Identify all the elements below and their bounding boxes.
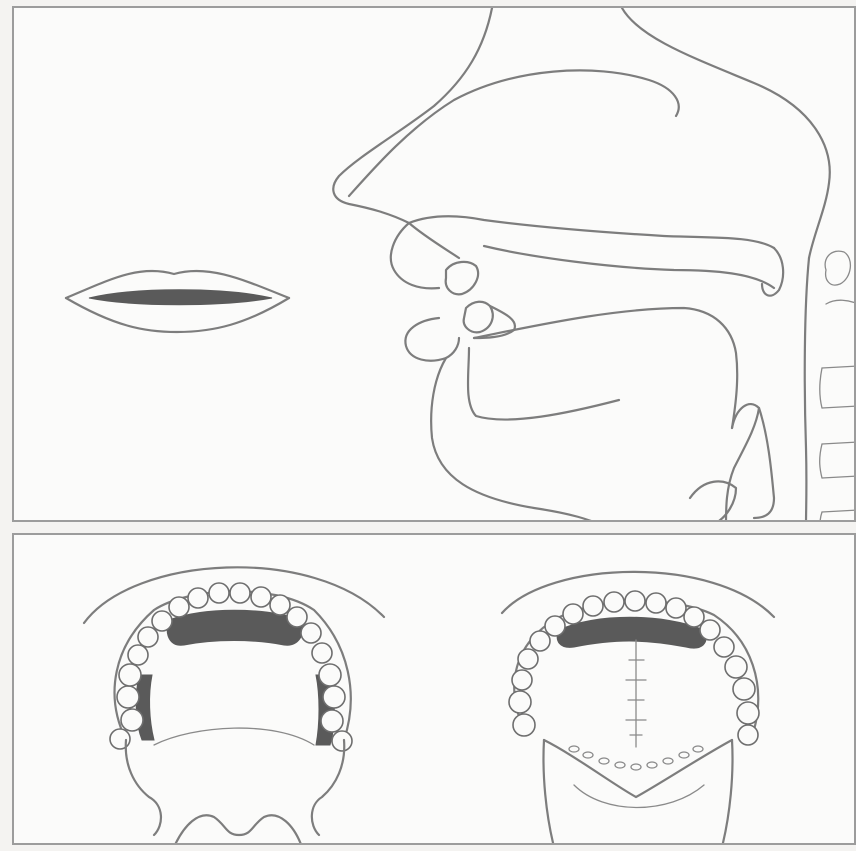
- front-view-lips: [66, 271, 289, 332]
- sagittal-section-diagram: [14, 8, 856, 522]
- palate-diagram-left: [84, 567, 384, 845]
- palate-diagram-right: [502, 572, 774, 845]
- sagittal-section-panel: [12, 6, 856, 522]
- vertebrae: [820, 251, 856, 522]
- palatograms-diagram: [14, 535, 856, 845]
- head-cross-section: [333, 8, 856, 522]
- teeth-right-arch: [509, 591, 759, 745]
- palatograms-panel: [12, 533, 856, 845]
